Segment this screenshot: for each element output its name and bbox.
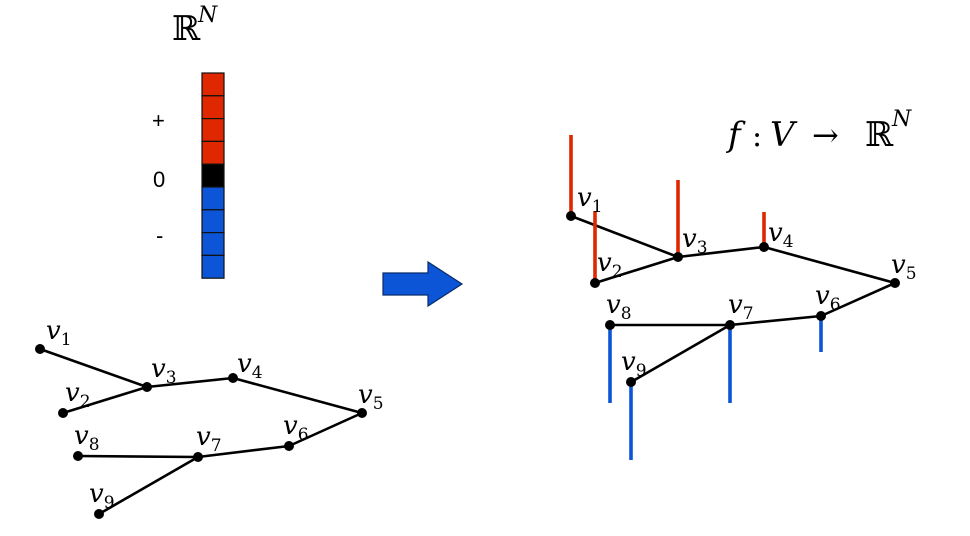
vertex-v8 xyxy=(605,320,615,330)
real-numbers-symbol: ℝ xyxy=(172,9,201,49)
graph-plain: v1 v2 v3 v4 v5 v6 v7 v8 v9 xyxy=(35,316,384,519)
vertex-label-v3: v3 xyxy=(151,354,177,388)
vertex-label-v4: v4 xyxy=(768,218,794,252)
vertex-v2 xyxy=(590,278,600,288)
vertex-v1 xyxy=(566,211,576,221)
vertex-label-v5: v5 xyxy=(891,250,917,284)
vertex-label-v9: v9 xyxy=(621,347,647,381)
graph-with-signal: v1 v2 v3 v4 v5 v6 v7 v8 v9 xyxy=(566,135,917,460)
signal-vector xyxy=(201,72,225,279)
zero-label: 0 xyxy=(153,167,165,192)
vector-cell-negative xyxy=(201,209,225,234)
vertex-v5 xyxy=(357,408,367,418)
vertex-v9 xyxy=(94,509,104,519)
vertex-set-symbol: V xyxy=(770,115,798,155)
vertex-v3 xyxy=(673,252,683,262)
vertex-v1 xyxy=(35,344,45,354)
vertex-label-v8: v8 xyxy=(74,421,100,455)
vertex-v2 xyxy=(58,408,68,418)
vertex-v7 xyxy=(193,452,203,462)
vertex-label-v2: v2 xyxy=(65,378,91,412)
maps-to-arrow: → xyxy=(812,116,839,154)
codomain-real-symbol: ℝ xyxy=(865,115,894,155)
edge-v7-v9 xyxy=(630,323,731,384)
vertex-label-v3: v3 xyxy=(682,224,708,258)
colon-symbol: : xyxy=(752,119,762,154)
vector-cell-positive xyxy=(201,140,225,165)
vertex-v7 xyxy=(725,320,735,330)
vertex-label-v6: v6 xyxy=(283,411,309,445)
edge-v2-v3 xyxy=(62,385,148,415)
edge-v2-v3 xyxy=(594,255,679,285)
vector-cell-zero xyxy=(201,163,225,188)
edge-v4-v5 xyxy=(763,245,896,285)
edge-v1-v3 xyxy=(570,214,679,259)
vertex-label-v1: v1 xyxy=(46,316,72,350)
vertex-label-v2: v2 xyxy=(597,248,623,282)
vector-cell-positive xyxy=(201,117,225,142)
vertex-v3 xyxy=(142,382,152,392)
edge-v4-v5 xyxy=(232,376,363,415)
function-symbol: f xyxy=(725,115,746,155)
edge-v7-v8 xyxy=(77,454,199,459)
edge-v5-v6 xyxy=(820,281,896,318)
positive-sign-label: + xyxy=(152,108,165,133)
vector-cell-negative xyxy=(201,186,225,211)
vector-cell-positive xyxy=(201,95,225,120)
edge-v5-v6 xyxy=(288,411,363,448)
mapping-formula: f : V → ℝ N xyxy=(725,107,912,155)
vector-cell-negative xyxy=(201,232,225,257)
vertex-v6 xyxy=(816,311,826,321)
edge-v6-v7 xyxy=(197,444,290,459)
vertex-label-v7: v7 xyxy=(728,290,754,324)
vertex-v8 xyxy=(73,451,83,461)
vector-space-label: ℝ N xyxy=(172,3,218,49)
vertex-v9 xyxy=(626,377,636,387)
mapping-arrow-icon xyxy=(382,260,464,308)
dimension-superscript: N xyxy=(197,3,218,28)
codomain-superscript: N xyxy=(891,107,912,132)
negative-sign-label: - xyxy=(156,223,163,248)
edge-v6-v7 xyxy=(729,314,822,327)
vertex-v6 xyxy=(284,441,294,451)
vertex-v4 xyxy=(228,373,238,383)
vertex-label-v8: v8 xyxy=(606,290,632,324)
edge-v7-v9 xyxy=(98,455,199,516)
vertex-label-v6: v6 xyxy=(815,281,841,315)
vertex-label-v1: v1 xyxy=(577,183,603,217)
vertex-v5 xyxy=(890,278,900,288)
vertex-label-v5: v5 xyxy=(358,380,384,414)
vertex-v4 xyxy=(759,242,769,252)
vertex-label-v7: v7 xyxy=(196,422,222,456)
vector-cell-positive xyxy=(201,72,225,97)
edge-v1-v3 xyxy=(39,347,148,389)
edge-v3-v4 xyxy=(677,245,765,259)
vertex-label-v4: v4 xyxy=(237,349,263,383)
edge-v3-v4 xyxy=(146,376,234,389)
vector-cell-negative xyxy=(201,254,225,279)
vertex-label-v9: v9 xyxy=(89,479,115,513)
